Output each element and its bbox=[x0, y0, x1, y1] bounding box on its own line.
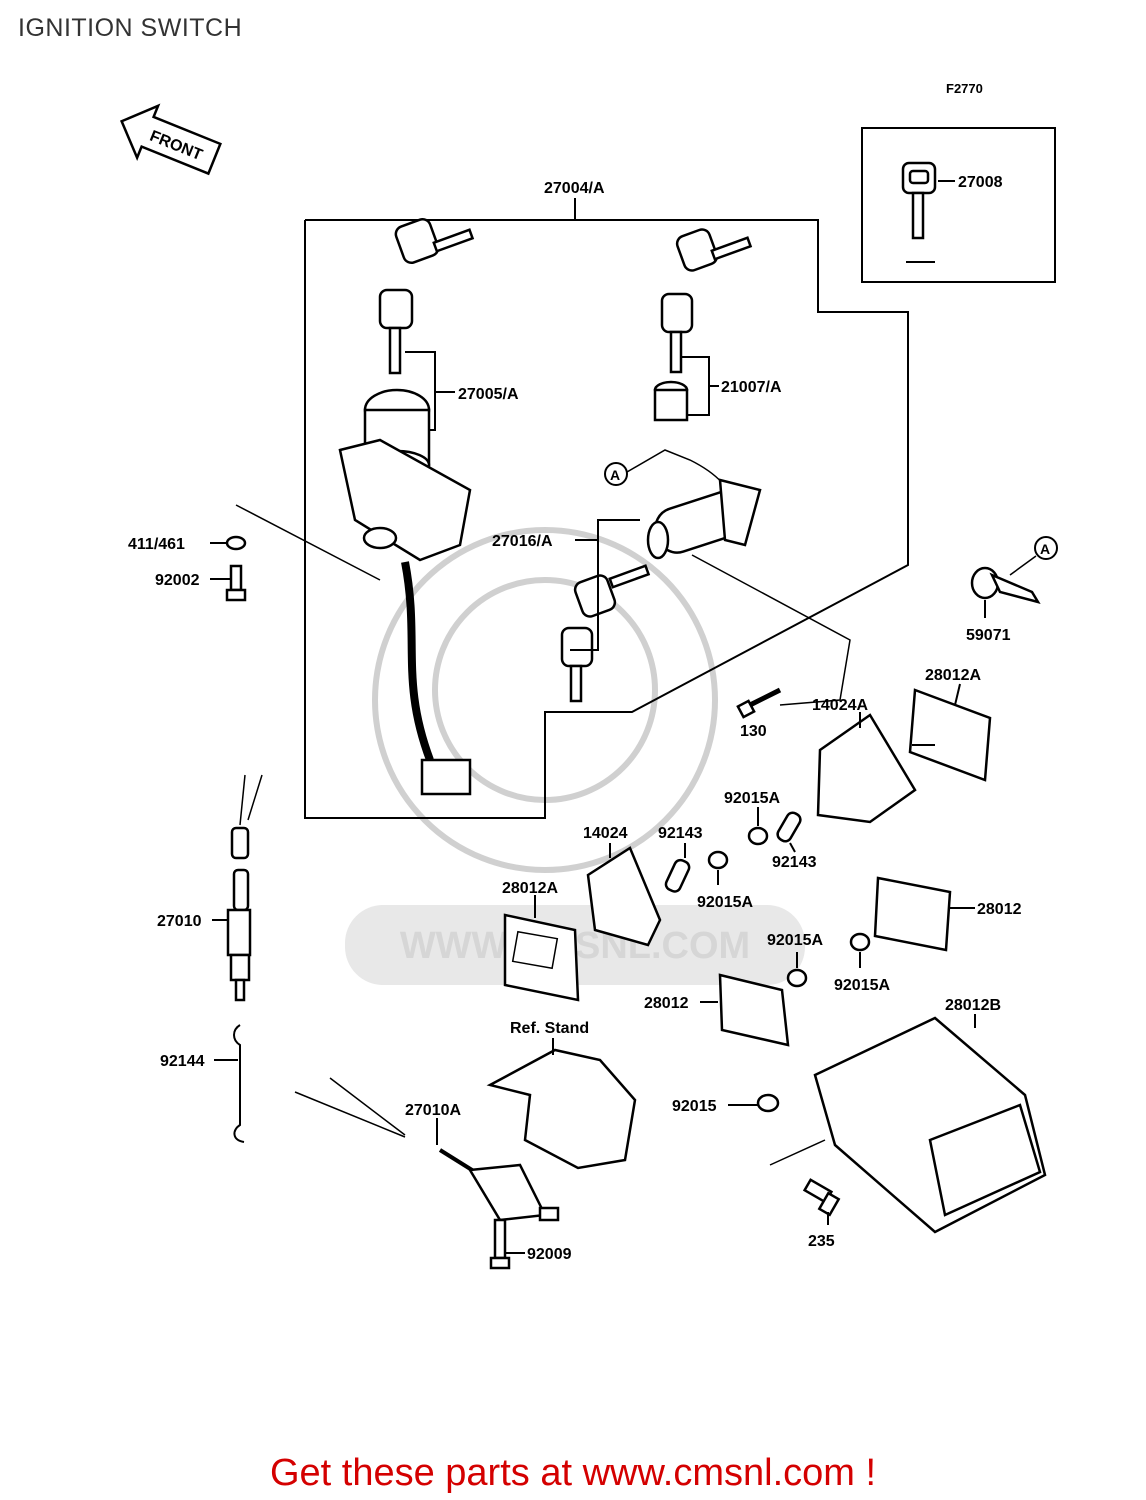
lock-cylinder-21007a-icon bbox=[653, 380, 689, 422]
guide-line-27016a bbox=[691, 554, 851, 706]
nut-92015a-1-icon bbox=[747, 826, 769, 846]
label-92002: 92002 bbox=[155, 572, 200, 589]
guide-line-235 bbox=[769, 1139, 826, 1166]
label-235: 235 bbox=[808, 1233, 835, 1250]
label-92143-2: 92143 bbox=[772, 854, 817, 871]
label-27004a: 27004/A bbox=[544, 180, 605, 197]
stand-bracket-icon bbox=[486, 1048, 637, 1170]
label-92144: 92144 bbox=[160, 1053, 205, 1070]
bolt-92002-icon bbox=[225, 564, 247, 602]
label-28012b: 28012B bbox=[945, 997, 1001, 1014]
guide-line-411 bbox=[235, 504, 381, 581]
label-411-461: 411/461 bbox=[128, 536, 185, 553]
label-92143-1: 92143 bbox=[658, 825, 703, 842]
bracket-14024a-icon bbox=[816, 713, 917, 824]
spacer-92143-1-icon bbox=[664, 858, 691, 893]
label-21007a: 21007/A bbox=[721, 379, 782, 396]
footer-link[interactable]: Get these parts at www.cmsnl.com ! bbox=[269, 1452, 877, 1494]
reflector-28012-mid-icon bbox=[718, 973, 790, 1047]
key-27008-icon bbox=[901, 161, 937, 263]
watermark: WWW.CMSNL.COM bbox=[345, 527, 805, 985]
bolt-130-icon bbox=[736, 687, 782, 719]
page-title: IGNITION SWITCH bbox=[18, 14, 243, 42]
keys-21007a-icon bbox=[660, 228, 753, 374]
label-28012-mid: 28012 bbox=[644, 995, 689, 1012]
bracket-27016a bbox=[570, 519, 640, 651]
label-28012a-left: 28012A bbox=[502, 880, 558, 897]
washer-411-461-icon bbox=[225, 535, 247, 551]
ref-a-label-1: A bbox=[610, 467, 620, 483]
label-27010: 27010 bbox=[157, 913, 202, 930]
label-14024a: 14024A bbox=[812, 697, 868, 714]
label-92015a-1: 92015A bbox=[724, 790, 780, 807]
ref-a-circle-2 bbox=[1034, 536, 1058, 560]
reflector-28012a-top-icon bbox=[908, 688, 992, 782]
label-ref-stand: Ref. Stand bbox=[510, 1020, 589, 1037]
label-14024: 14024 bbox=[583, 825, 628, 842]
label-92015a-2: 92015A bbox=[697, 894, 753, 911]
label-27010a: 27010A bbox=[405, 1102, 461, 1119]
leader-28012a-top bbox=[954, 683, 961, 706]
front-arrow-icon: FRONT bbox=[120, 103, 222, 176]
screw-235-icon bbox=[802, 1178, 841, 1217]
label-130: 130 bbox=[740, 723, 767, 740]
nut-92015a-2-icon bbox=[707, 850, 729, 870]
reflector-housing-28012b-icon bbox=[813, 1016, 1047, 1234]
sensor-27010a-icon bbox=[294, 1077, 560, 1222]
reflector-28012a-left-icon bbox=[503, 913, 580, 1002]
label-92009: 92009 bbox=[527, 1246, 572, 1263]
leader-92143-2 bbox=[789, 842, 796, 853]
bolt-92009-icon bbox=[489, 1218, 511, 1270]
bracket-14024-icon bbox=[586, 846, 662, 947]
clip-59071-icon bbox=[970, 555, 1041, 604]
spacer-92143-2-icon bbox=[776, 811, 802, 843]
nut-92015a-4-icon bbox=[849, 932, 871, 952]
keys-27005a-icon bbox=[378, 217, 475, 375]
switch-connector-icon bbox=[420, 758, 472, 796]
label-92015a-4: 92015A bbox=[834, 977, 890, 994]
ref-a-circle-1 bbox=[604, 462, 628, 486]
label-27005a: 27005/A bbox=[458, 386, 519, 403]
label-59071: 59071 bbox=[966, 627, 1011, 644]
nut-92015a-3-icon bbox=[786, 968, 808, 988]
label-92015a-3: 92015A bbox=[767, 932, 823, 949]
label-27016a: 27016/A bbox=[492, 533, 553, 550]
reflector-28012-right-icon bbox=[873, 876, 952, 952]
ignition-switch-body-icon bbox=[338, 388, 472, 562]
assembly-27004a-outline bbox=[304, 219, 909, 819]
label-27008: 27008 bbox=[958, 174, 1003, 191]
label-92015: 92015 bbox=[672, 1098, 717, 1115]
label-28012a-top: 28012A bbox=[925, 667, 981, 684]
switch-cable-icon bbox=[401, 561, 434, 762]
bolt-92015-icon bbox=[756, 1093, 780, 1113]
figure-code: F2770 bbox=[946, 81, 983, 96]
label-28012-right: 28012 bbox=[977, 901, 1022, 918]
key-27008-box bbox=[861, 127, 1056, 283]
seat-lock-27016a-icon bbox=[646, 478, 762, 560]
ref-a-label-2: A bbox=[1040, 541, 1050, 557]
keys-27016a-icon bbox=[560, 564, 651, 703]
switch-27010-icon bbox=[226, 774, 263, 1002]
spring-92144-icon bbox=[233, 1024, 245, 1143]
